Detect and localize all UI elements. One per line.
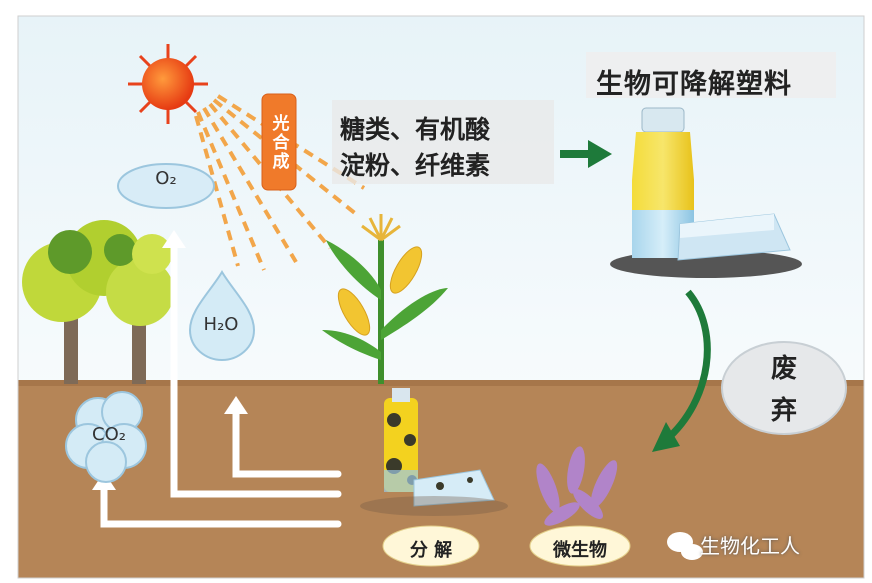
co2-cloud-icon [65,391,147,483]
sun-icon [142,58,194,110]
water-drop-icon [188,270,256,362]
microbe-icon [536,446,618,526]
wechat-icon [667,532,703,560]
arrow-right-icon [560,140,612,168]
co2-label: CO₂ [92,424,126,445]
materials-panel [332,100,554,184]
photosynthesis-badge [261,93,297,191]
decompose-oval [382,525,480,567]
discard-bubble [721,341,847,435]
decompose-label: 分 解 [409,540,453,561]
bioplastic-bottle-icon [610,107,802,278]
materials-line-2: 淀粉、纤维素 [340,151,491,180]
cycle-arrows [100,242,342,528]
diagram-title: 生物可降解塑料 [596,69,792,100]
degraded-bottle-icon [360,388,508,516]
o2-bubble [117,163,215,209]
h2o-label: H₂O [203,314,239,335]
o2-label: O₂ [155,168,177,189]
materials-line-1: 糖类、有机酸 [340,115,491,144]
microbe-oval [529,525,631,567]
corn-plant-icon [322,214,448,384]
photosynthesis-label: 光合成 [268,113,289,171]
tree-icon [22,220,174,384]
discard-label: 废弃 [770,354,797,426]
microbe-label: 微生物 [553,540,607,561]
discard-arrow-icon [663,289,711,443]
watermark-label: 生物化工人 [700,534,800,558]
title-panel [586,52,836,98]
